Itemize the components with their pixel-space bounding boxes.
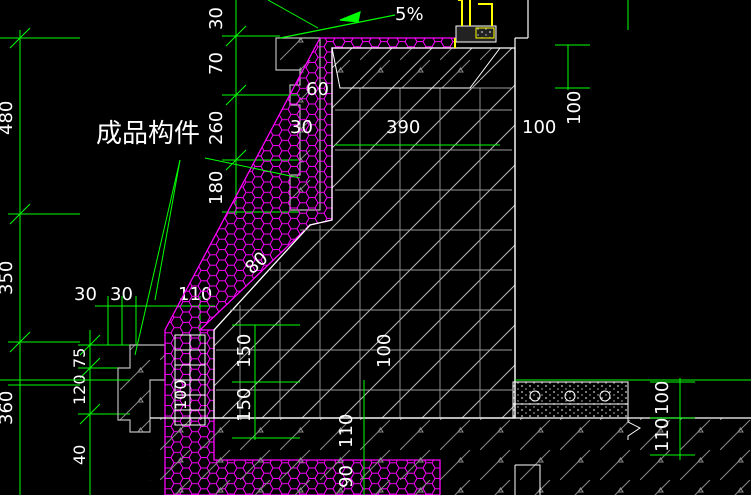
slope-label: 5% — [395, 4, 424, 25]
right-dimension — [335, 44, 590, 146]
dim-100-small: 100 — [171, 379, 190, 410]
right-wall — [514, 0, 529, 418]
coping-cap — [454, 0, 497, 48]
dim-40: 40 — [70, 445, 89, 465]
bottom-right-dimension — [650, 378, 695, 460]
dim-70: 70 — [206, 52, 227, 75]
component-label: 成品构件 — [96, 119, 200, 149]
floor-slab — [150, 381, 751, 495]
dim-110-br: 110 — [652, 418, 673, 452]
interior-dimensions — [232, 324, 365, 495]
dim-390: 390 — [386, 117, 420, 138]
dim-90: 90 — [336, 465, 357, 488]
dim-260: 260 — [206, 111, 227, 145]
dim-480: 480 — [0, 101, 17, 135]
dim-150-a: 150 — [234, 334, 255, 368]
left-dimension-chain — [8, 27, 80, 495]
dim-350: 350 — [0, 261, 17, 295]
dim-180: 180 — [206, 171, 227, 205]
dim-100-center: 100 — [374, 334, 395, 368]
inner-left-dimension-chain — [78, 330, 130, 495]
construction-lines — [0, 0, 751, 381]
dim-100-far-right: 100 — [564, 91, 585, 125]
component-leaders — [134, 0, 319, 356]
dim-30-mid: 30 — [290, 117, 313, 138]
dim-150-b: 150 — [234, 388, 255, 422]
slope-arrow — [279, 11, 396, 39]
dim-110-bottom: 110 — [336, 414, 357, 448]
dim-120: 120 — [70, 374, 89, 405]
dim-60: 60 — [306, 79, 329, 100]
dim-30-top: 30 — [206, 7, 227, 30]
rebar-detail — [174, 334, 206, 426]
dim-30-b: 30 — [110, 284, 133, 305]
dim-100-br: 100 — [652, 381, 673, 415]
dim-30-a: 30 — [74, 284, 97, 305]
dim-75: 75 — [70, 348, 89, 368]
dim-100-right: 100 — [522, 117, 556, 138]
dim-360: 360 — [0, 391, 17, 425]
